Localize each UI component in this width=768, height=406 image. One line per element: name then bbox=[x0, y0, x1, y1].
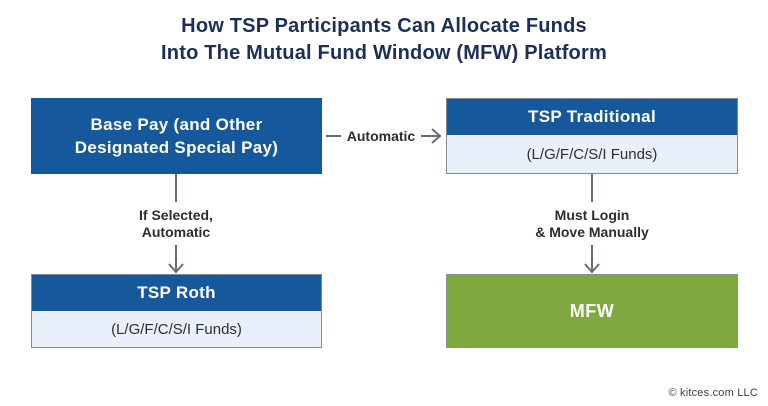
if-selected-label-line1: If Selected, bbox=[139, 206, 213, 223]
base-pay-box: Base Pay (and Other Designated Special P… bbox=[31, 98, 322, 174]
tsp-roth-funds-label: (L/G/F/C/S/I Funds) bbox=[32, 311, 321, 347]
tsp-traditional-box: TSP Traditional (L/G/F/C/S/I Funds) bbox=[446, 98, 738, 174]
base-pay-label-line2: Designated Special Pay) bbox=[74, 138, 279, 157]
arrow-down-icon bbox=[167, 245, 185, 274]
page-title-line1: How TSP Participants Can Allocate Funds bbox=[181, 15, 587, 37]
line-segment-icon bbox=[590, 174, 594, 202]
base-pay-label-line1: Base Pay (and Other bbox=[90, 115, 263, 134]
page-title-line2: Into The Mutual Fund Window (MFW) Platfo… bbox=[161, 42, 607, 64]
copyright-notice: © kitces.com LLC bbox=[668, 387, 758, 399]
mfw-label: MFW bbox=[569, 300, 615, 321]
must-login-label: Must Login & Move Manually bbox=[535, 207, 649, 241]
must-login-label-line2: & Move Manually bbox=[535, 223, 649, 240]
arrow-right-icon bbox=[421, 127, 442, 145]
tsp-roth-header: TSP Roth bbox=[32, 275, 321, 311]
must-login-label-line1: Must Login bbox=[554, 206, 630, 223]
tsp-traditional-funds-label: (L/G/F/C/S/I Funds) bbox=[447, 135, 737, 173]
tsp-traditional-header: TSP Traditional bbox=[447, 99, 737, 135]
line-segment-icon bbox=[174, 174, 178, 202]
if-selected-label: If Selected, Automatic bbox=[139, 207, 213, 241]
tsp-roth-box: TSP Roth (L/G/F/C/S/I Funds) bbox=[31, 274, 322, 348]
arrow-down-icon bbox=[583, 245, 601, 274]
page-title: How TSP Participants Can Allocate Funds … bbox=[0, 13, 768, 67]
if-selected-connector: If Selected, Automatic bbox=[96, 174, 256, 274]
must-login-connector: Must Login & Move Manually bbox=[502, 174, 682, 274]
line-segment-icon bbox=[325, 134, 341, 138]
automatic-connector: Automatic bbox=[322, 98, 446, 174]
automatic-label: Automatic bbox=[346, 127, 416, 144]
if-selected-label-line2: Automatic bbox=[141, 223, 211, 240]
mfw-box: MFW bbox=[446, 274, 738, 348]
